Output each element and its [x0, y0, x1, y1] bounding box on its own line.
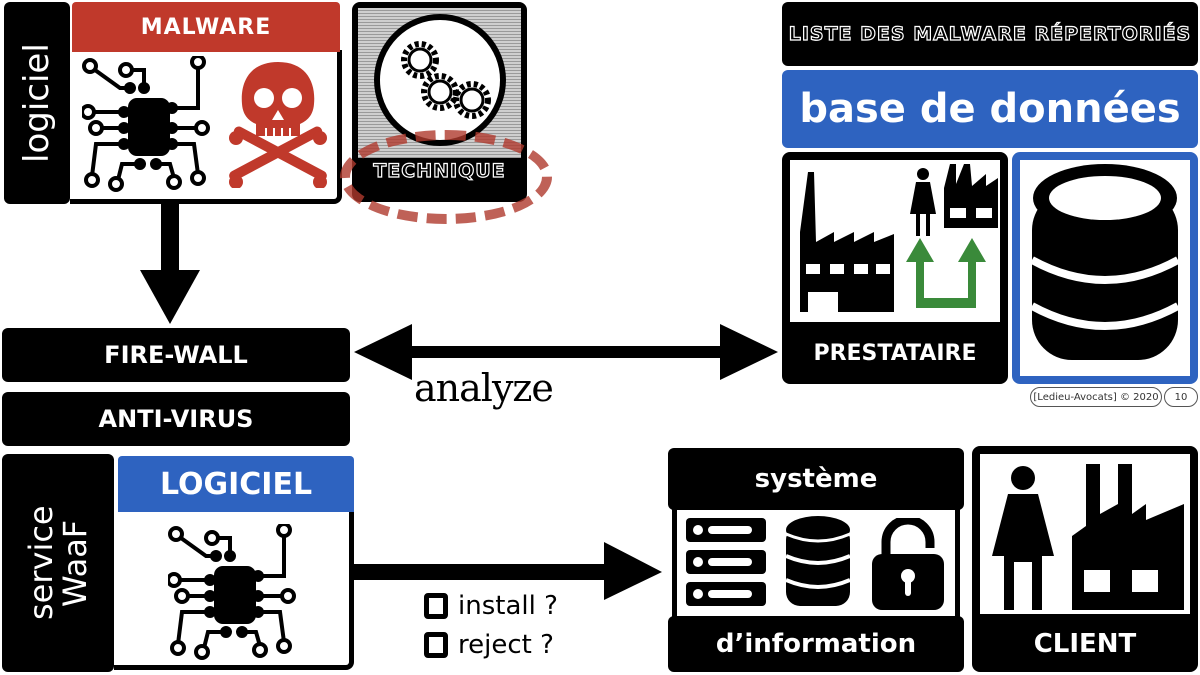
- prestataire-label: PRESTATAIRE: [813, 340, 977, 366]
- right-arrow-icon: [354, 542, 662, 602]
- database-panel-title: LISTE DES MALWARE RÉPERTORIÉS: [782, 2, 1198, 66]
- double-arrow-icon: [352, 322, 778, 382]
- client-label: CLIENT: [1033, 629, 1137, 659]
- padlock-icon: [872, 518, 944, 610]
- gears-icon: [374, 14, 506, 146]
- prestataire-card: PRESTATAIRE: [782, 152, 1008, 384]
- firewall-box: FIRE-WALL: [2, 328, 350, 382]
- analyze-label: analyze: [414, 366, 554, 410]
- reject-label: reject ?: [458, 630, 554, 660]
- database-panel-subtitle: base de données: [782, 70, 1198, 148]
- factory-icon: [1068, 464, 1188, 610]
- green-arrows-icon: [906, 238, 992, 310]
- malware-header: MALWARE: [72, 2, 340, 52]
- decision-options: install ? reject ?: [424, 588, 624, 666]
- copyright-badge: [Ledieu-Avocats] © 2020: [1030, 387, 1162, 407]
- client-card: CLIENT: [972, 446, 1198, 672]
- database-icon: [1030, 164, 1180, 360]
- install-option[interactable]: install ?: [424, 588, 624, 624]
- technique-highlight-ring: [340, 130, 552, 224]
- skull-crossbones-icon: [228, 58, 328, 188]
- database-icon: [786, 516, 850, 612]
- server-rack-icon: [686, 518, 766, 608]
- woman-icon: [908, 168, 938, 236]
- antivirus-box: ANTI-VIRUS: [2, 392, 350, 446]
- information-label: d’information: [668, 616, 964, 672]
- page-number-badge: 10: [1164, 387, 1198, 407]
- reject-checkbox[interactable]: [424, 632, 448, 658]
- woman-icon: [990, 466, 1056, 610]
- install-label: install ?: [458, 591, 558, 621]
- circuit-chip-icon: [168, 524, 308, 664]
- waaf-side-label: service WaaF: [2, 454, 114, 672]
- reject-option[interactable]: reject ?: [424, 624, 624, 666]
- install-checkbox[interactable]: [424, 593, 448, 619]
- systeme-label: système: [668, 448, 964, 510]
- malware-card-frame: [70, 50, 342, 204]
- malware-card: logiciel MALWARE: [4, 2, 348, 204]
- logiciel-side-label: logiciel: [4, 2, 70, 204]
- circuit-chip-icon: [82, 56, 222, 196]
- logiciel-header: LOGICIEL: [118, 456, 354, 512]
- info-system-card: système d’information: [668, 446, 964, 672]
- factory-icon: [794, 172, 904, 312]
- small-factory-icon: [942, 164, 1000, 228]
- down-arrow-icon: [138, 204, 202, 326]
- waaf-card: service WaaF LOGICIEL: [2, 454, 354, 672]
- database-icon-card: [1012, 152, 1198, 384]
